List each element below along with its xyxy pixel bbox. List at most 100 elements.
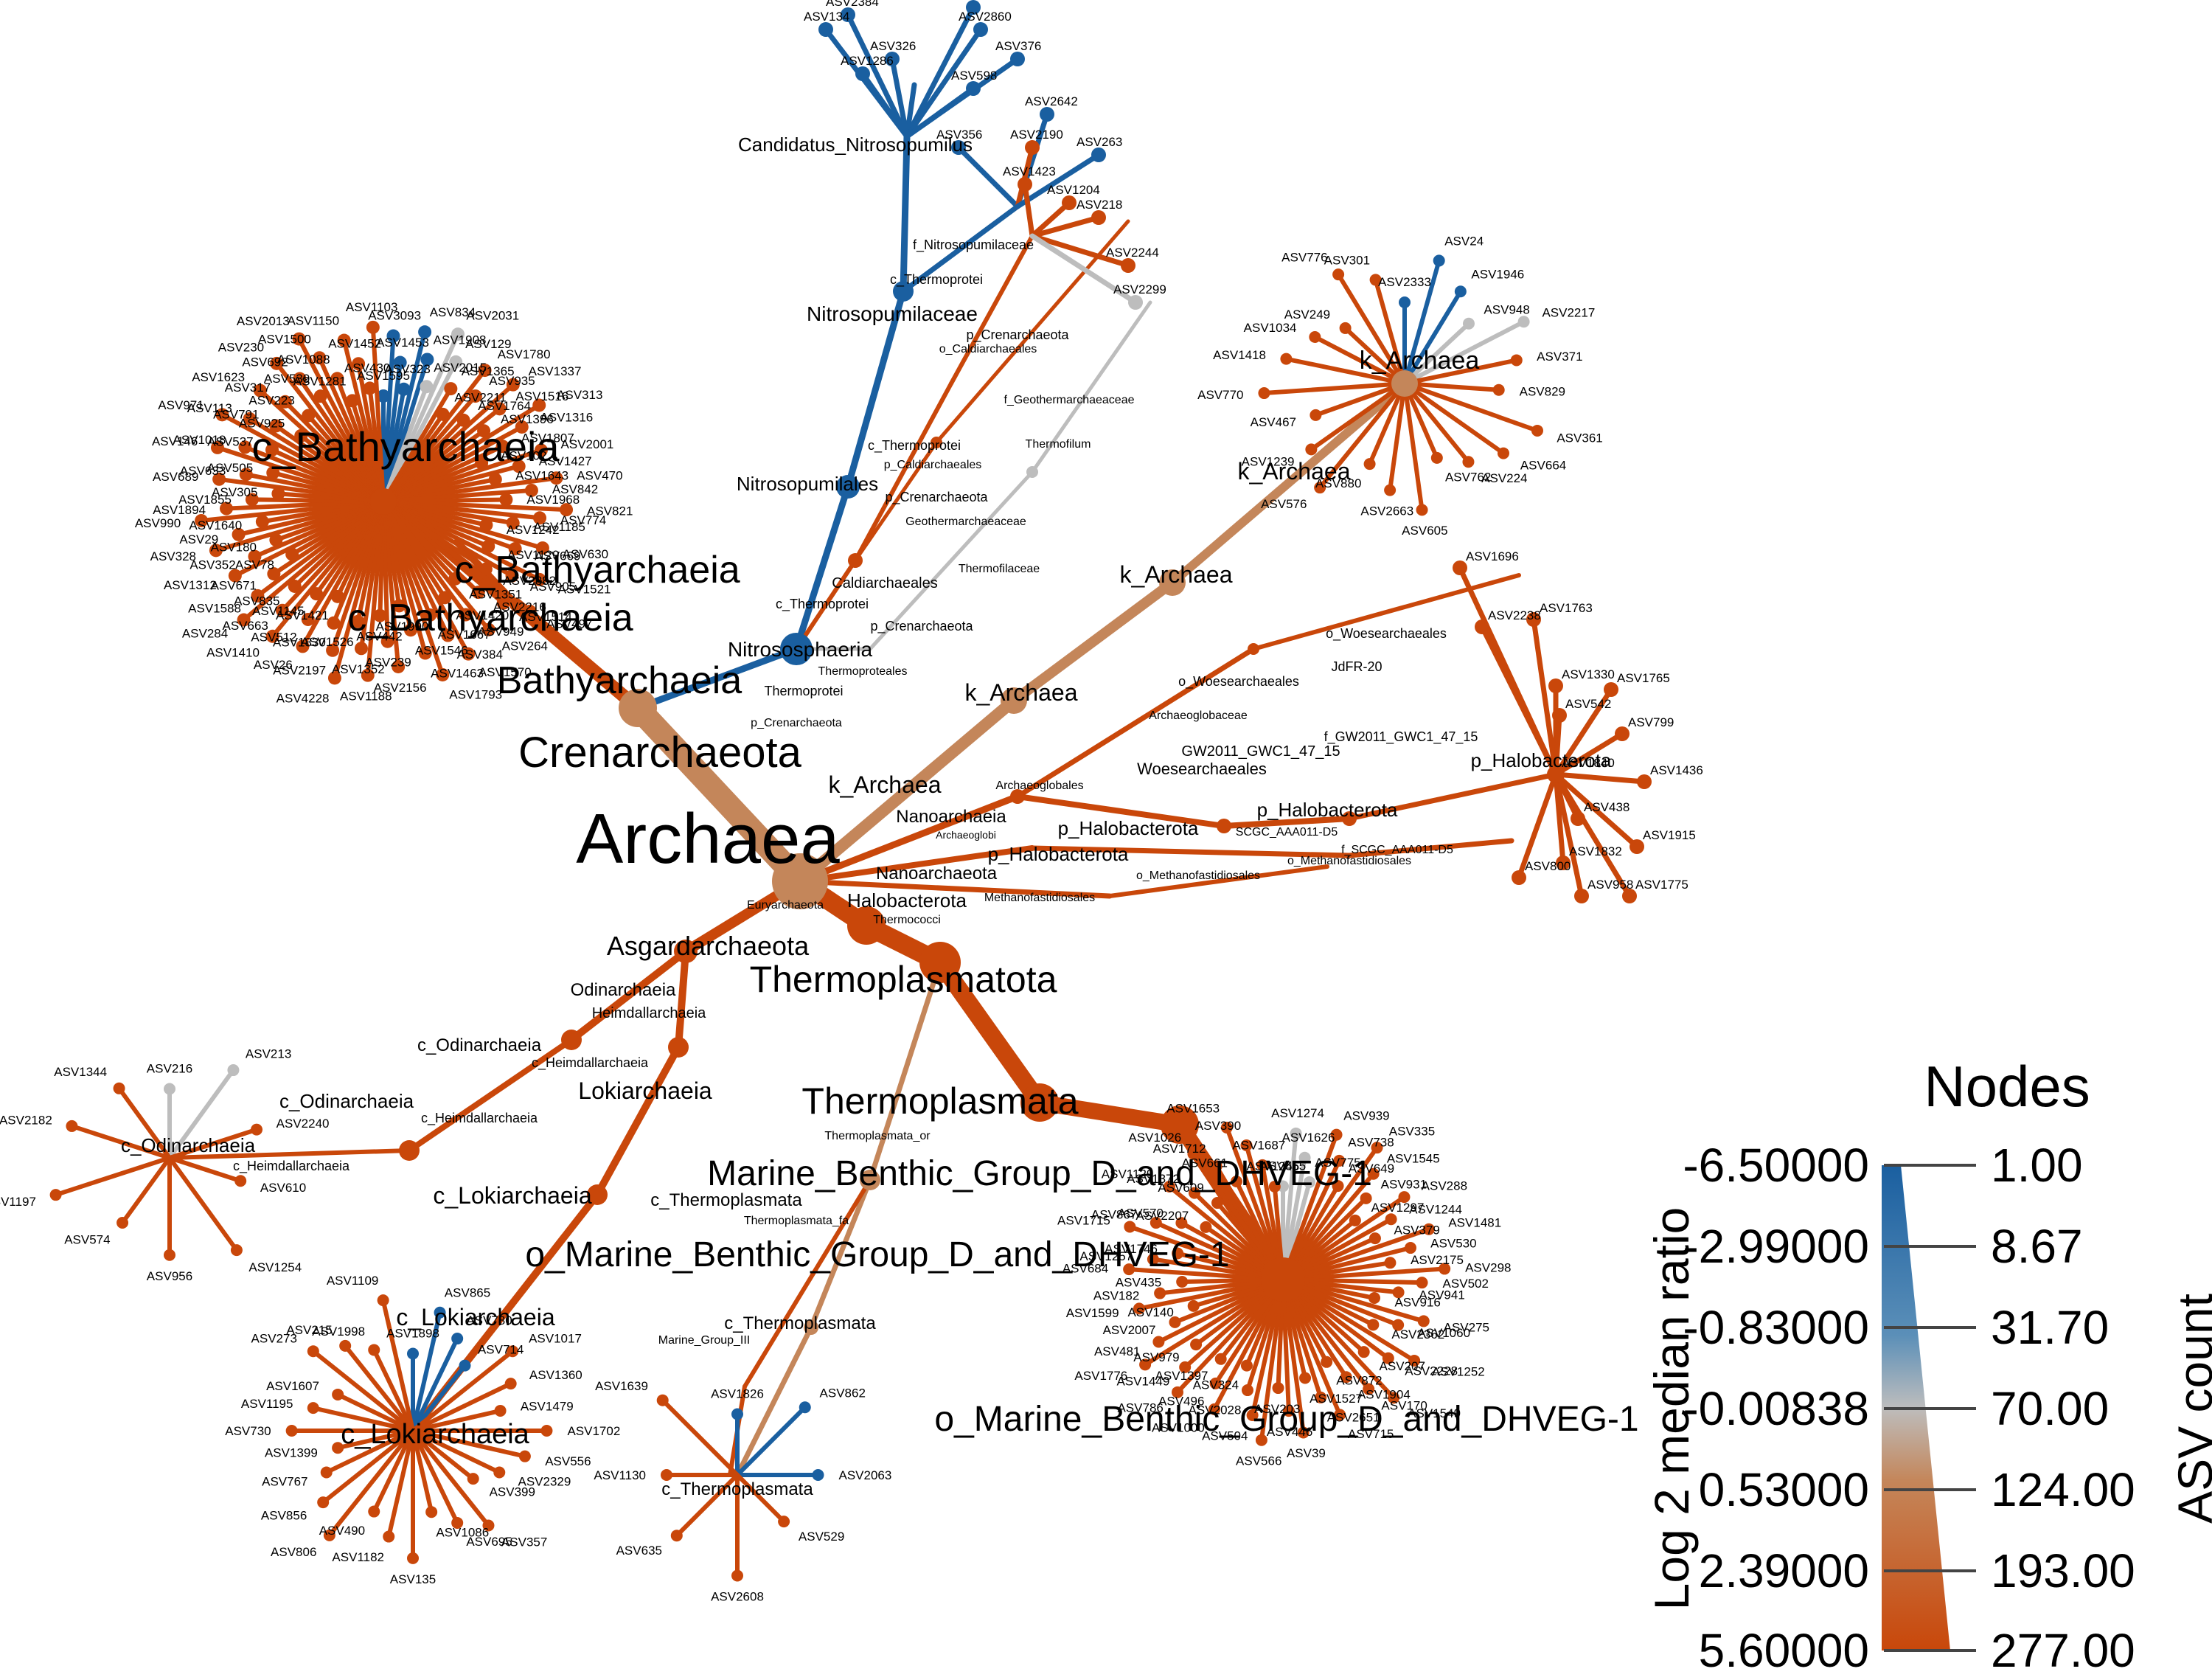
taxon-label: Nitrosopumilaceae <box>807 302 978 325</box>
asv-edge <box>411 1349 515 1433</box>
asv-node <box>1492 383 1505 396</box>
taxon-label: f_Nitrosopumilaceae <box>913 237 1034 253</box>
asv-label: ASV1337 <box>529 364 582 378</box>
asv-node <box>1258 387 1270 400</box>
asv-node <box>1368 1292 1381 1305</box>
asv-label: ASV2663 <box>1360 504 1413 518</box>
asv-label: ASV216 <box>147 1062 192 1076</box>
asv-node <box>1152 1336 1165 1348</box>
taxon-label: Thermofilum <box>1026 438 1091 451</box>
asv-label: ASV1372 <box>1127 1172 1180 1186</box>
asv-node <box>506 378 520 392</box>
asv-label: ASV26 <box>254 658 293 672</box>
asv-label: ASV1640 <box>189 518 242 532</box>
asv-label: ASV1667 <box>438 628 491 642</box>
tree-edge <box>594 1044 682 1198</box>
tree-edge <box>626 696 812 893</box>
asv-label: ASV356 <box>936 128 982 142</box>
asv-label: ASV1418 <box>1213 348 1266 362</box>
asv-cluster-bathy <box>195 320 574 685</box>
asv-edge <box>735 1473 787 1524</box>
asv-edge <box>310 1406 415 1433</box>
asv-label: ASV1514 <box>519 610 572 624</box>
asv-label: ASV1449 <box>1116 1375 1169 1389</box>
asv-node <box>1179 1361 1192 1373</box>
asv-node <box>1392 1286 1405 1299</box>
asv-label: ASV376 <box>995 39 1041 53</box>
asv-node <box>1303 1176 1315 1188</box>
legend-left-tick-label: 2.39000 <box>1699 1544 1869 1597</box>
tree-node <box>1547 766 1565 783</box>
tree-edge <box>1015 646 1256 799</box>
asv-label: ASV1204 <box>1047 183 1100 197</box>
asv-node <box>327 616 341 630</box>
asv-label: ASV2190 <box>1010 128 1063 142</box>
asv-edge <box>1281 1277 1397 1400</box>
asv-edge <box>1531 617 1559 777</box>
legend: Nodes Log 2 median ratio ASV count -6.50… <box>1644 1054 2212 1677</box>
asv-label: ASV1239 <box>1242 455 1295 469</box>
asv-node <box>812 1469 824 1481</box>
asv-edge <box>411 1408 503 1433</box>
taxon-label: c_Odinarchaeia <box>121 1134 256 1156</box>
taxon-label: Thermoplasmata_or <box>824 1130 931 1142</box>
asv-edge <box>343 1343 415 1433</box>
asv-label: ASV379 <box>1394 1223 1439 1238</box>
asv-node <box>462 647 476 661</box>
asv-label: ASV2031 <box>466 309 519 323</box>
taxon-label: c_Bathyarchaeia <box>251 423 560 470</box>
asv-cluster-halo <box>1453 560 1652 903</box>
asv-edge <box>1402 258 1441 386</box>
asv-node <box>271 487 285 501</box>
asv-edge <box>1029 215 1102 239</box>
asv-node <box>397 382 411 396</box>
taxon-label: o_Marine_Benthic_Group_D_and_DHVEG-1 <box>525 1235 1229 1274</box>
asv-edge <box>1281 1145 1380 1282</box>
legend-left-tick-label: 0.53000 <box>1699 1463 1869 1516</box>
asv-edge <box>1281 1277 1306 1435</box>
asv-node <box>438 591 452 605</box>
asv-label: ASV2175 <box>1411 1253 1464 1267</box>
asv-node <box>354 642 368 656</box>
asv-label: ASV1034 <box>1244 321 1297 335</box>
asv-node <box>493 1466 506 1479</box>
asv-label: ASV1527 <box>1310 1392 1363 1406</box>
asv-label: ASV630 <box>563 547 608 561</box>
tree-edge <box>1168 379 1409 587</box>
legend-right-axis-title: ASV count <box>2168 1294 2212 1524</box>
asv-node <box>1330 1128 1343 1141</box>
asv-label: ASV24 <box>1444 234 1484 248</box>
asv-label: ASV1427 <box>539 454 592 468</box>
asv-node <box>523 604 537 618</box>
asv-node <box>330 372 344 386</box>
asv-label: ASV669 <box>535 549 580 563</box>
asv-label: ASV326 <box>870 39 916 53</box>
asv-edge <box>411 1429 434 1515</box>
asv-node <box>451 327 465 341</box>
asv-label: ASV467 <box>1251 415 1296 429</box>
asv-node <box>1526 612 1541 627</box>
asv-label: ASV776 <box>1281 250 1327 264</box>
tree-edge <box>794 558 858 651</box>
asv-label: ASV335 <box>1389 1124 1435 1138</box>
asv-node <box>507 1345 519 1358</box>
asv-label: ASV390 <box>1195 1119 1241 1133</box>
asv-label: ASV1130 <box>594 1468 646 1482</box>
asv-label: ASV170 <box>1381 1399 1427 1413</box>
asv-label: ASV1436 <box>1650 763 1703 777</box>
asv-label: ASV218 <box>1077 198 1122 212</box>
asv-node <box>1630 839 1644 854</box>
asv-label: ASV399 <box>490 1485 535 1499</box>
taxon-label: c_Thermoprotei <box>890 272 983 288</box>
asv-label: ASV497 <box>546 617 592 631</box>
asv-edge <box>1029 233 1131 268</box>
tree-edge <box>509 598 644 715</box>
asv-node <box>1454 285 1467 298</box>
asv-node <box>313 389 327 403</box>
asv-label: ASV867 <box>1091 1208 1137 1222</box>
asv-node <box>327 671 341 685</box>
asv-node <box>1475 619 1489 634</box>
asv-node <box>251 1123 263 1136</box>
asv-label: ASV284 <box>182 627 228 641</box>
legend-left-tick-label: -2.99000 <box>1683 1220 1869 1273</box>
